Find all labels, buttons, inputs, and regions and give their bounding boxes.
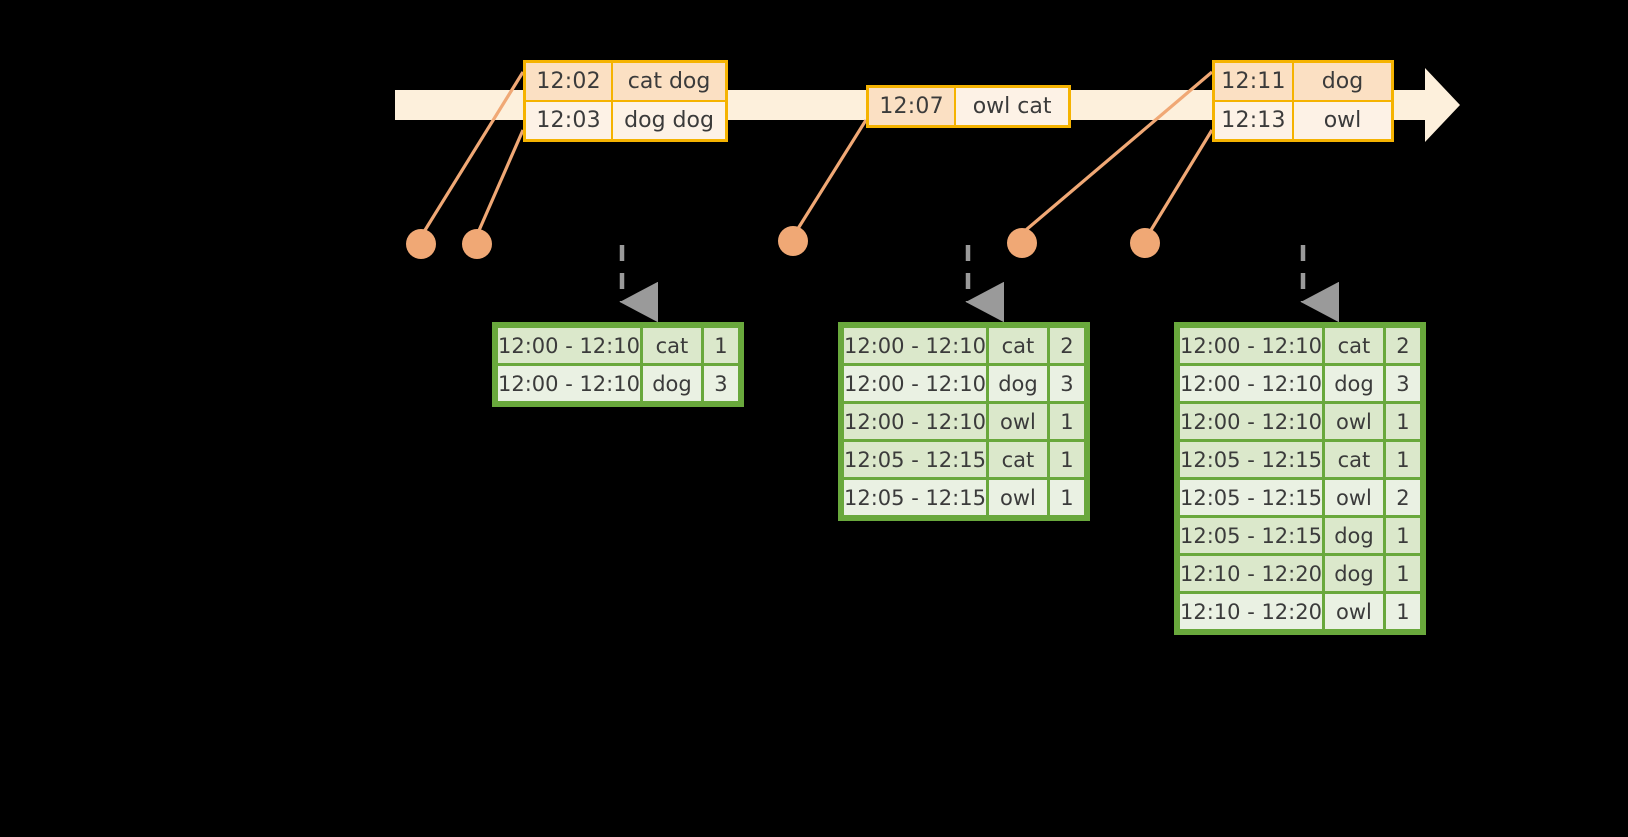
event-words: dog xyxy=(1294,63,1391,100)
cell-window: 12:00 - 12:10 xyxy=(844,366,986,401)
cell-window: 12:05 - 12:15 xyxy=(1180,480,1322,515)
cell-count: 1 xyxy=(1049,404,1084,439)
cell-word: owl xyxy=(988,404,1047,439)
cell-count: 1 xyxy=(1385,404,1420,439)
connector-dot-5 xyxy=(1130,228,1160,258)
event-words: owl cat xyxy=(956,88,1068,125)
cell-count: 3 xyxy=(703,366,738,401)
cell-count: 2 xyxy=(1385,328,1420,363)
event-group-2[interactable]: 12:07 owl cat xyxy=(866,85,1071,128)
event-time: 12:03 xyxy=(526,102,614,139)
cell-word: dog xyxy=(988,366,1047,401)
cell-count: 1 xyxy=(1385,518,1420,553)
cell-word: dog xyxy=(642,366,701,401)
cell-window: 12:00 - 12:10 xyxy=(844,404,986,439)
cell-count: 1 xyxy=(703,328,738,363)
cell-word: owl xyxy=(1324,480,1383,515)
event-row[interactable]: 12:11 dog xyxy=(1215,63,1391,100)
cell-count: 2 xyxy=(1049,328,1084,363)
cell-window: 12:00 - 12:10 xyxy=(1180,366,1322,401)
event-words: cat dog xyxy=(613,63,725,100)
event-row[interactable]: 12:07 owl cat xyxy=(869,88,1068,125)
cell-count: 1 xyxy=(1049,480,1084,515)
cell-count: 1 xyxy=(1049,442,1084,477)
cell-window: 12:10 - 12:20 xyxy=(1180,594,1322,629)
cell-window: 12:00 - 12:10 xyxy=(1180,328,1322,363)
event-group-3[interactable]: 12:11 dog 12:13 owl xyxy=(1212,60,1394,142)
cell-window: 12:10 - 12:20 xyxy=(1180,556,1322,591)
cell-window: 12:05 - 12:15 xyxy=(1180,442,1322,477)
cell-window: 12:00 - 12:10 xyxy=(1180,404,1322,439)
event-row[interactable]: 12:02 cat dog xyxy=(526,63,725,100)
cell-window: 12:05 - 12:15 xyxy=(844,480,986,515)
cell-word: cat xyxy=(642,328,701,363)
connector-dots xyxy=(406,226,1160,259)
cell-word: owl xyxy=(1324,594,1383,629)
event-time: 12:02 xyxy=(526,63,614,100)
dashed-arrows xyxy=(619,245,1339,323)
cell-count: 2 xyxy=(1385,480,1420,515)
cell-word: dog xyxy=(1324,366,1383,401)
event-row[interactable]: 12:03 dog dog xyxy=(526,100,725,139)
connector-dot-3 xyxy=(778,226,808,256)
cell-window: 12:05 - 12:15 xyxy=(844,442,986,477)
cell-count: 1 xyxy=(1385,556,1420,591)
event-group-1[interactable]: 12:02 cat dog 12:03 dog dog xyxy=(523,60,728,142)
cell-count: 3 xyxy=(1385,366,1420,401)
cell-count: 1 xyxy=(1385,594,1420,629)
event-time: 12:13 xyxy=(1215,102,1294,139)
cell-window: 12:00 - 12:10 xyxy=(498,328,640,363)
cell-word: owl xyxy=(1324,404,1383,439)
cell-word: dog xyxy=(1324,556,1383,591)
cell-window: 12:05 - 12:15 xyxy=(1180,518,1322,553)
connector-dot-1 xyxy=(406,229,436,259)
cell-window: 12:00 - 12:10 xyxy=(844,328,986,363)
event-words: owl xyxy=(1294,102,1391,139)
event-words: dog dog xyxy=(613,102,725,139)
event-time: 12:07 xyxy=(869,88,957,125)
cell-count: 1 xyxy=(1385,442,1420,477)
connector-dot-2 xyxy=(462,229,492,259)
event-row[interactable]: 12:13 owl xyxy=(1215,100,1391,139)
connector-dot-4 xyxy=(1007,228,1037,258)
cell-word: cat xyxy=(1324,328,1383,363)
cell-word: cat xyxy=(1324,442,1383,477)
cell-word: cat xyxy=(988,442,1047,477)
event-time: 12:11 xyxy=(1215,63,1294,100)
cell-word: owl xyxy=(988,480,1047,515)
cell-window: 12:00 - 12:10 xyxy=(498,366,640,401)
cell-count: 3 xyxy=(1049,366,1084,401)
cell-word: dog xyxy=(1324,518,1383,553)
cell-word: cat xyxy=(988,328,1047,363)
